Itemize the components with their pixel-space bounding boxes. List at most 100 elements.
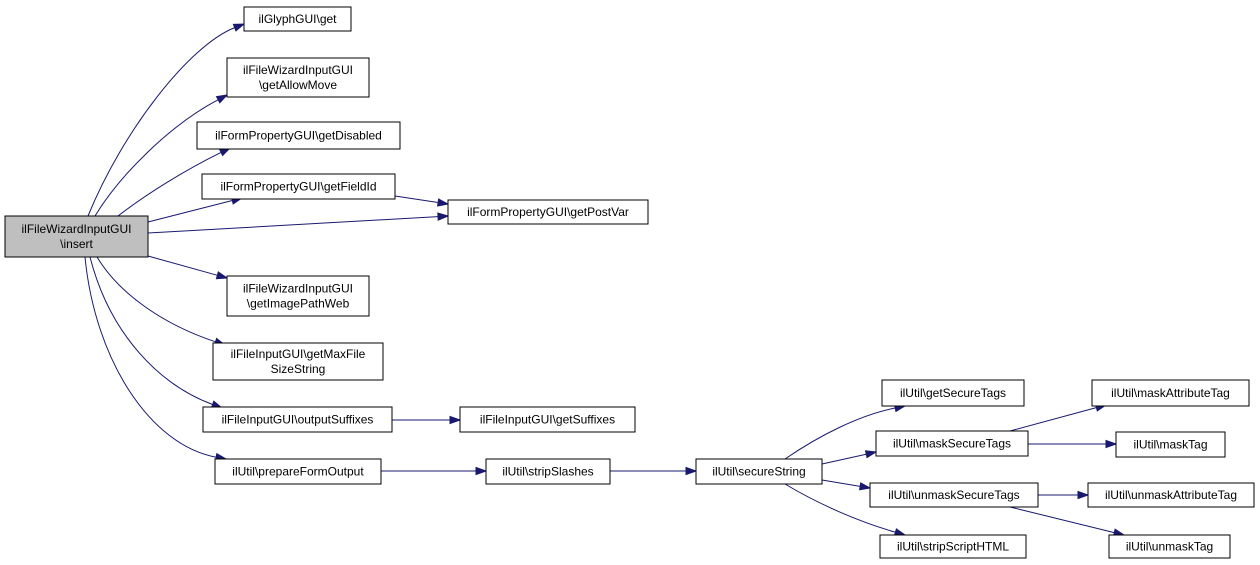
edge-line bbox=[1009, 407, 1097, 432]
node-unmaskattr[interactable]: ilUtil\unmaskAttributeTag bbox=[1087, 482, 1255, 508]
node-box bbox=[869, 482, 1039, 508]
node-box bbox=[1091, 379, 1250, 407]
node-masktag[interactable]: ilUtil\maskTag bbox=[1115, 431, 1226, 458]
edge-line bbox=[147, 200, 233, 223]
node-box bbox=[201, 173, 396, 200]
edge-fieldid bbox=[147, 196, 244, 223]
node-stripscript[interactable]: ilUtil\stripScriptHTML bbox=[879, 534, 1027, 559]
edge-unmasktag bbox=[1009, 506, 1126, 537]
edge-line bbox=[94, 99, 219, 217]
node-label: \getImagePathWeb bbox=[247, 297, 350, 311]
edge-masktag bbox=[1028, 439, 1118, 449]
edge-unmaskattr bbox=[1038, 490, 1090, 500]
edge-line bbox=[84, 256, 217, 458]
edge-line bbox=[1009, 506, 1115, 534]
node-label: ilFileInputGUI\getMaxFile bbox=[231, 347, 366, 361]
node-label: ilUtil\secureString bbox=[712, 465, 805, 479]
edge-getsuffix bbox=[392, 415, 462, 425]
node-disabled[interactable]: ilFormPropertyGUI\getDisabled bbox=[196, 121, 401, 150]
node-label: ilUtil\stripSlashes bbox=[502, 465, 593, 479]
node-box bbox=[4, 215, 149, 258]
node-securestr[interactable]: ilUtil\secureString bbox=[695, 458, 823, 485]
edge-securestr bbox=[610, 466, 698, 476]
node-label: ilUtil\prepareFormOutput bbox=[232, 465, 364, 479]
node-label: ilUtil\unmaskSecureTags bbox=[888, 488, 1019, 502]
edge-line bbox=[96, 256, 216, 343]
arrowhead-icon bbox=[437, 198, 450, 207]
node-masksecure[interactable]: ilUtil\maskSecureTags bbox=[875, 430, 1029, 457]
node-label: ilFileWizardInputGUI bbox=[243, 63, 353, 77]
node-box bbox=[226, 275, 370, 317]
node-prepare[interactable]: ilUtil\prepareFormOutput bbox=[214, 458, 382, 485]
node-box bbox=[202, 406, 393, 433]
node-box bbox=[1115, 431, 1226, 458]
node-label: \insert bbox=[60, 237, 93, 251]
node-label: ilUtil\maskAttributeTag bbox=[1111, 386, 1230, 400]
node-label: ilUtil\stripScriptHTML bbox=[897, 540, 1009, 554]
node-box bbox=[226, 57, 370, 98]
arrowhead-icon bbox=[215, 94, 229, 104]
edge-maskattr bbox=[1009, 403, 1108, 432]
edge-line bbox=[394, 195, 439, 203]
arrowhead-icon bbox=[232, 23, 246, 32]
node-label: SizeString bbox=[271, 362, 326, 376]
node-box bbox=[695, 458, 823, 485]
edge-line bbox=[784, 483, 896, 533]
node-label: ilUtil\getSecureTags bbox=[900, 386, 1006, 400]
edge-line bbox=[784, 407, 896, 460]
arrowhead-icon bbox=[437, 212, 450, 221]
edge-masksecure bbox=[821, 450, 878, 465]
arrowhead-icon bbox=[685, 466, 698, 476]
arrowhead-icon bbox=[864, 450, 878, 459]
node-label: ilUtil\unmaskAttributeTag bbox=[1105, 488, 1237, 502]
node-imagepath[interactable]: ilFileWizardInputGUI\getImagePathWeb bbox=[226, 275, 370, 317]
node-box bbox=[1108, 534, 1231, 559]
node-box bbox=[1087, 482, 1255, 508]
node-box bbox=[881, 379, 1025, 407]
node-label: ilFileInputGUI\getSuffixes bbox=[480, 413, 615, 427]
node-fieldid[interactable]: ilFormPropertyGUI\getFieldId bbox=[201, 173, 396, 200]
node-unmasktag[interactable]: ilUtil\unmaskTag bbox=[1108, 534, 1231, 559]
node-label: ilGlyphGUI\get bbox=[258, 12, 337, 26]
edge-line bbox=[821, 453, 867, 465]
node-outsuffix[interactable]: ilFileInputGUI\outputSuffixes bbox=[202, 406, 393, 433]
edge-allowmove bbox=[94, 94, 229, 217]
node-box bbox=[196, 121, 401, 150]
node-postvar[interactable]: ilFormPropertyGUI\getPostVar bbox=[447, 199, 649, 225]
node-box bbox=[459, 406, 636, 433]
arrowhead-icon bbox=[1105, 439, 1118, 449]
edge-line bbox=[87, 27, 235, 217]
node-label: ilFileWizardInputGUI bbox=[243, 282, 353, 296]
arrowhead-icon bbox=[449, 415, 462, 425]
node-allowmove[interactable]: ilFileWizardInputGUI\getAllowMove bbox=[226, 57, 370, 98]
node-box bbox=[212, 342, 384, 381]
edge-maxfile bbox=[96, 256, 227, 346]
node-getsuffix[interactable]: ilFileInputGUI\getSuffixes bbox=[459, 406, 636, 433]
edge-postvar-root bbox=[147, 212, 450, 234]
node-label: ilFormPropertyGUI\getFieldId bbox=[220, 180, 376, 194]
node-label: ilUtil\maskTag bbox=[1133, 438, 1207, 452]
arrowhead-icon bbox=[858, 482, 872, 491]
node-label: ilFormPropertyGUI\getDisabled bbox=[215, 129, 382, 143]
node-box bbox=[875, 430, 1029, 457]
edge-imagepath bbox=[147, 255, 229, 280]
node-label: ilFormPropertyGUI\getPostVar bbox=[467, 205, 629, 219]
node-unmasksecure[interactable]: ilUtil\unmaskSecureTags bbox=[869, 482, 1039, 508]
node-box bbox=[879, 534, 1027, 559]
edge-stripslash bbox=[381, 466, 488, 476]
node-label: ilFileWizardInputGUI bbox=[21, 222, 131, 236]
arrowhead-icon bbox=[475, 466, 488, 476]
edge-line bbox=[147, 255, 218, 276]
node-label: ilUtil\unmaskTag bbox=[1126, 540, 1213, 554]
node-glyph[interactable]: ilGlyphGUI\get bbox=[243, 6, 352, 32]
node-maskattr[interactable]: ilUtil\maskAttributeTag bbox=[1091, 379, 1250, 407]
node-getsecure[interactable]: ilUtil\getSecureTags bbox=[881, 379, 1025, 407]
node-box bbox=[243, 6, 352, 32]
arrowhead-icon bbox=[215, 271, 229, 280]
node-stripslash[interactable]: ilUtil\stripSlashes bbox=[485, 458, 611, 485]
node-insert[interactable]: ilFileWizardInputGUI\insert bbox=[4, 215, 149, 258]
node-box bbox=[447, 199, 649, 225]
node-label: ilUtil\maskSecureTags bbox=[893, 437, 1011, 451]
